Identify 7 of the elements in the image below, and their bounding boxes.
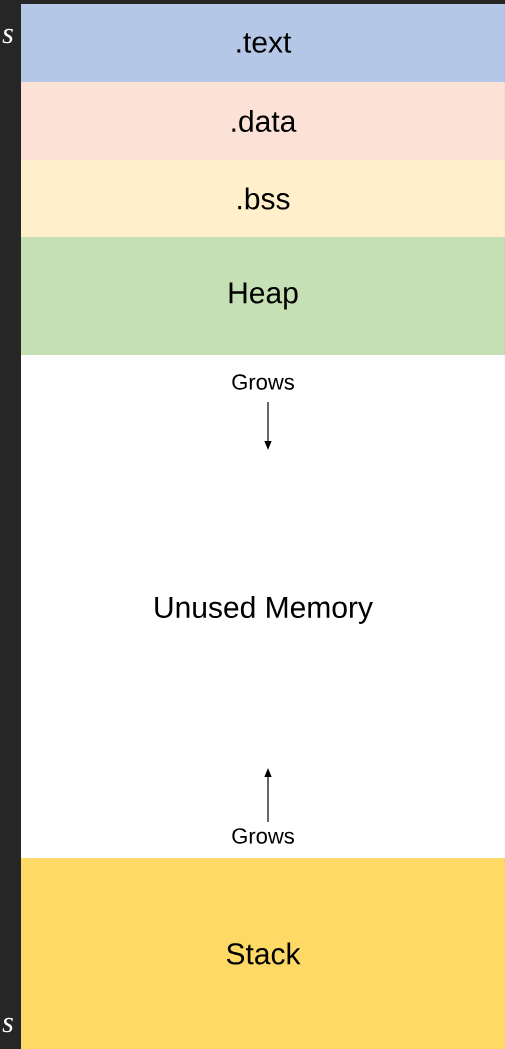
- memory-band: .data: [21, 82, 505, 160]
- memory-band: Stack: [21, 858, 505, 1049]
- memory-band: .text: [21, 4, 505, 82]
- axis-label: s: [2, 28, 13, 44]
- memory-band: .bss: [21, 160, 505, 237]
- memory-band: Heap: [21, 237, 505, 355]
- memory-band: Grows Unused Memory Grows: [21, 355, 505, 858]
